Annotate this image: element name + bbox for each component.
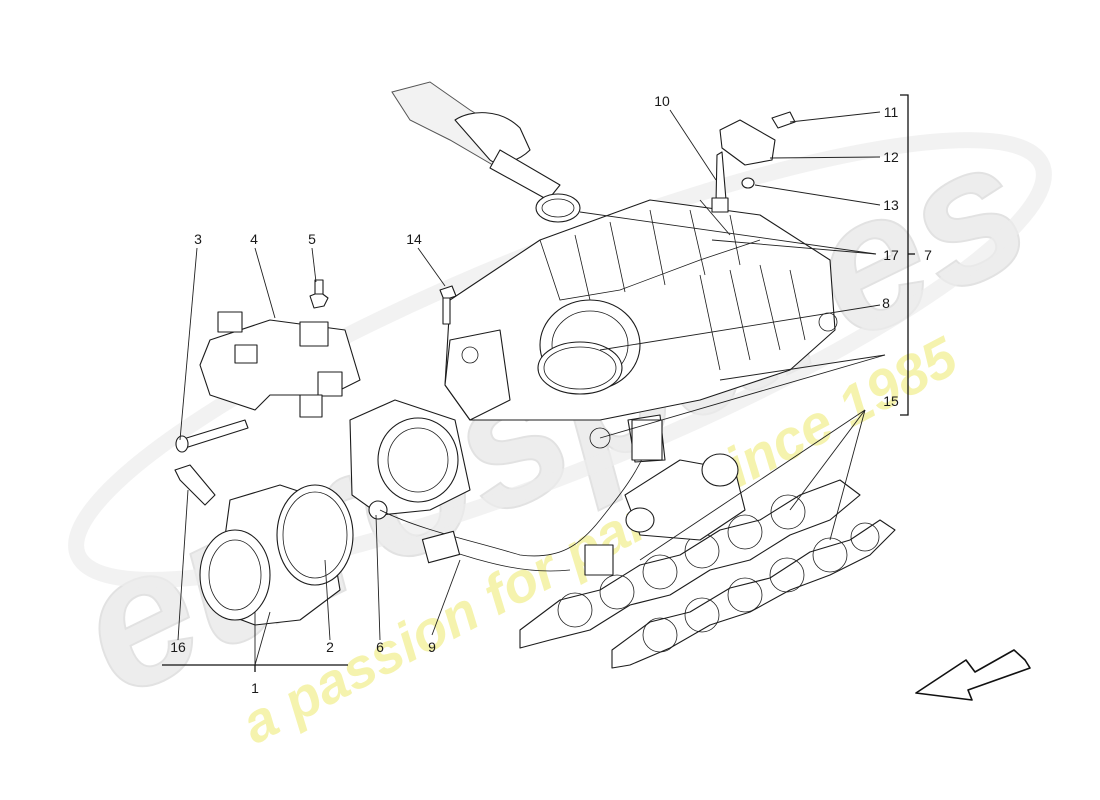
callout-6: 6 bbox=[376, 639, 384, 655]
callout-7: 7 bbox=[924, 247, 932, 263]
sensor-10 bbox=[711, 151, 729, 213]
callout-13: 13 bbox=[883, 197, 899, 213]
callout-9: 9 bbox=[428, 639, 436, 655]
callout-4: 4 bbox=[250, 231, 258, 247]
callout-11: 11 bbox=[884, 104, 899, 120]
seal-13 bbox=[741, 177, 755, 189]
bolt-14 bbox=[439, 285, 457, 325]
bolt-3 bbox=[175, 419, 249, 453]
callout-2: 2 bbox=[326, 639, 334, 655]
direction-arrow-icon bbox=[915, 649, 1031, 701]
control-valve bbox=[624, 453, 746, 541]
throttle-body bbox=[349, 399, 471, 520]
callout-5: 5 bbox=[308, 231, 316, 247]
callout-12: 12 bbox=[883, 149, 899, 165]
callout-14: 14 bbox=[406, 231, 422, 247]
bolt-5 bbox=[309, 279, 329, 309]
callout-16: 16 bbox=[170, 639, 186, 655]
manifold-gaskets bbox=[519, 479, 896, 669]
callout-17: 17 bbox=[883, 247, 899, 263]
callout-labels: 1 2 3 4 5 6 7 8 9 10 11 12 13 14 15 16 1… bbox=[170, 93, 932, 696]
intake-pipe bbox=[391, 81, 581, 223]
leader-lines bbox=[177, 109, 886, 666]
sensor-12 bbox=[719, 119, 776, 166]
air-flow-sensor bbox=[174, 464, 354, 626]
screw-11 bbox=[771, 111, 796, 129]
group-bracket-7 bbox=[900, 94, 909, 416]
bracket-assembly bbox=[199, 311, 361, 418]
callout-15: 15 bbox=[883, 393, 899, 409]
callout-10: 10 bbox=[654, 93, 670, 109]
callout-3: 3 bbox=[194, 231, 202, 247]
callout-1: 1 bbox=[251, 680, 259, 696]
callout-8: 8 bbox=[882, 295, 890, 311]
wiring-harness bbox=[379, 419, 663, 576]
